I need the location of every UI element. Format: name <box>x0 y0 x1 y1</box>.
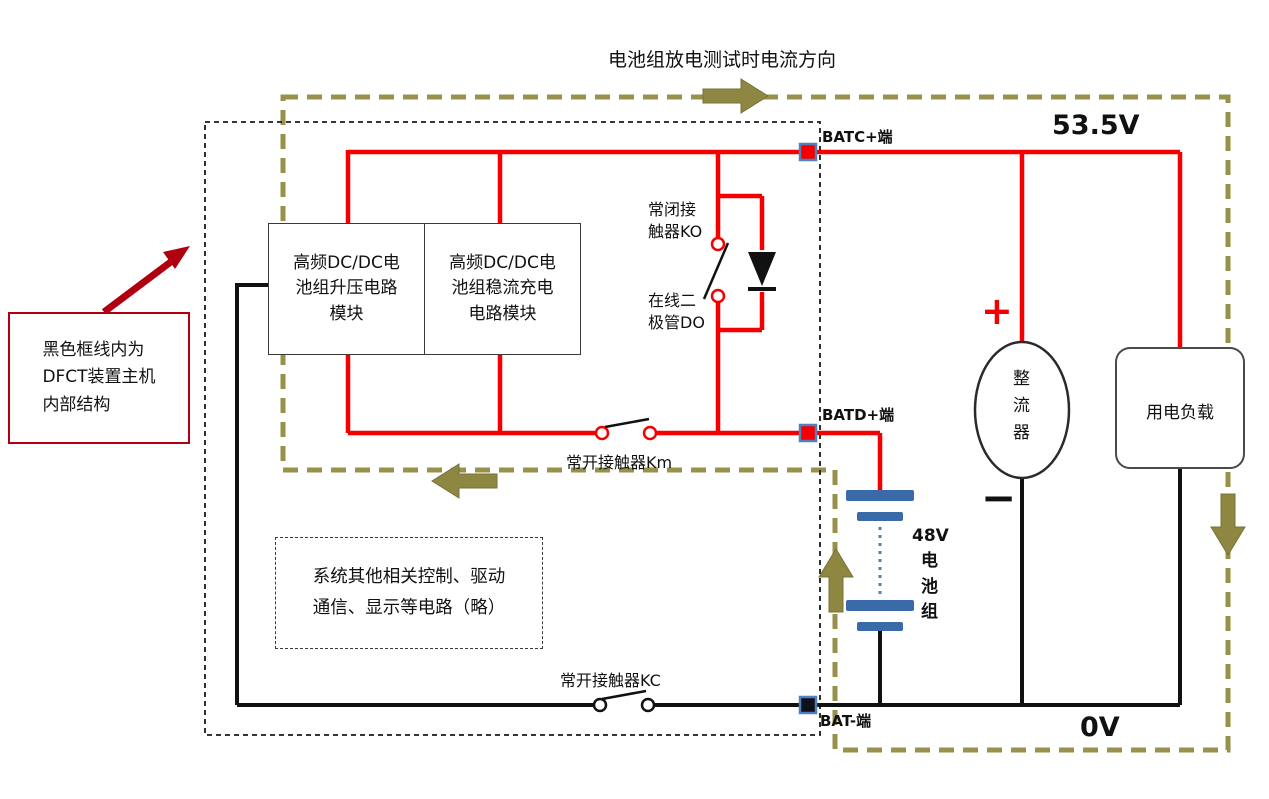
battery-symbol <box>846 490 914 631</box>
flow-arrow-up-icon <box>818 548 854 613</box>
module-boost-line-1: 高频DC/DC电 <box>293 252 400 273</box>
battery-voltage-label: 48V <box>912 526 949 546</box>
flow-arrow-right-icon <box>702 78 769 114</box>
flow-arrow-down-icon <box>1210 493 1246 556</box>
contactor-km-label: 常开接触器Km <box>566 453 673 472</box>
dfct-enclosure-dashed <box>204 121 821 736</box>
outer-boundary-dashed <box>280 94 1231 753</box>
annotation-line-1: 黑色框线内为 <box>42 340 145 361</box>
diode-do-label: 在线二 极管DO <box>648 290 705 335</box>
polarity-minus: − <box>981 473 1017 522</box>
contactor-ko-symbol <box>702 236 730 304</box>
load-label: 用电负载 <box>1146 403 1214 423</box>
terminal-bat-neg-label: BAT-端 <box>820 712 872 730</box>
annotation-line-2: DFCT装置主机 <box>42 367 156 388</box>
module-charge-line-3: 电路模块 <box>468 303 537 324</box>
bus-voltage-high: 53.5V <box>1052 110 1140 141</box>
terminal-batc-label: BATC+端 <box>822 128 893 146</box>
module-charge-line-2: 池组稳流充电 <box>451 278 554 299</box>
module-charge-line-1: 高频DC/DC电 <box>449 252 556 273</box>
do-label-line-1: 在线二 <box>648 291 697 310</box>
module-boost-line-2: 池组升压电路 <box>295 278 398 299</box>
module-boost-line-3: 模块 <box>329 303 364 324</box>
contactor-km-symbol <box>594 417 658 441</box>
terminal-batc <box>798 142 818 162</box>
contactor-kc-label: 常开接触器KC <box>560 671 661 690</box>
contactor-ko-label: 常闭接 触器KO <box>648 199 702 244</box>
terminal-bat-neg <box>798 695 818 715</box>
system-note-box: 系统其他相关控制、驱动 通信、显示等电路（略） <box>275 537 543 649</box>
battery-name-label: 电池组 <box>921 551 938 622</box>
diagram-title: 电池组放电测试时电流方向 <box>608 49 837 71</box>
polarity-plus: + <box>981 289 1013 333</box>
terminal-batd <box>798 423 818 443</box>
module-charge: 高频DC/DC电 池组稳流充电 电路模块 <box>424 223 581 355</box>
positive-wires <box>345 149 1183 492</box>
ko-label-line-2: 触器KO <box>648 222 703 242</box>
do-label-line-2: 极管DO <box>648 313 705 333</box>
diode-do-symbol <box>748 252 776 291</box>
flow-arrow-left-icon <box>431 463 498 499</box>
terminal-batd-label: BATD+端 <box>822 406 895 424</box>
system-note-line-1: 系统其他相关控制、驱动 <box>312 566 506 587</box>
rectifier-label: 整流器 <box>1013 369 1030 444</box>
annotation-arrow-icon <box>101 246 190 315</box>
bus-voltage-low: 0V <box>1080 712 1120 743</box>
annotation-box: 黑色框线内为 DFCT装置主机 内部结构 <box>8 312 190 444</box>
ko-label-line-1: 常闭接 <box>648 200 697 219</box>
module-boost: 高频DC/DC电 池组升压电路 模块 <box>268 223 425 355</box>
contactor-kc-symbol <box>592 689 656 713</box>
negative-wires <box>235 283 1182 707</box>
rectifier-symbol <box>973 340 1071 480</box>
system-note-line-2: 通信、显示等电路（略） <box>312 598 506 618</box>
annotation-line-3: 内部结构 <box>42 394 111 415</box>
load-box <box>1115 347 1245 469</box>
